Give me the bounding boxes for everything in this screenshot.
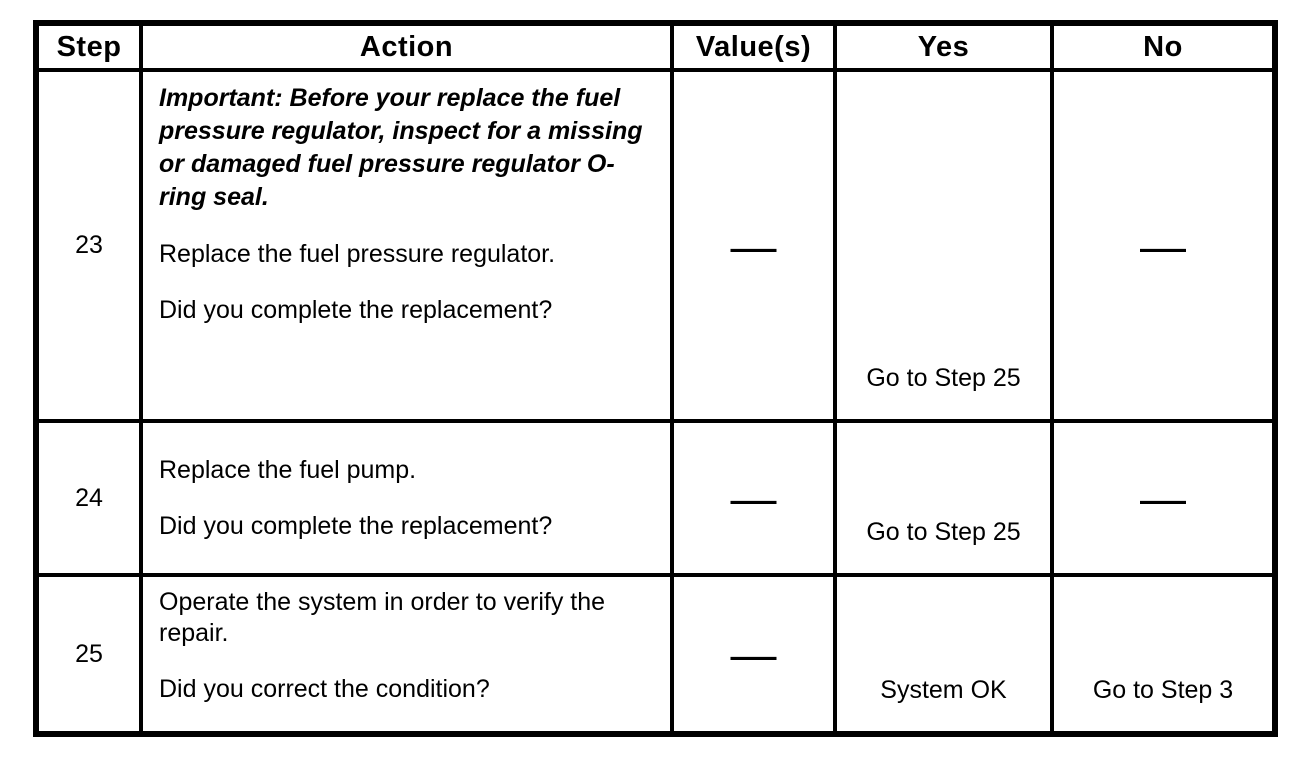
step-number-cell: 25 — [37, 575, 141, 733]
col-header-action: Action — [141, 24, 672, 70]
step-number: 23 — [75, 231, 103, 259]
step-number: 24 — [75, 483, 103, 512]
no-cell: Go to Step 3 — [1052, 575, 1274, 733]
col-header-no: No — [1052, 24, 1274, 70]
col-header-yes: Yes — [835, 24, 1052, 70]
important-note: Important: Before your replace the fuel … — [159, 84, 643, 211]
action-instruction: Operate the system in order to verify th… — [159, 588, 606, 647]
value-cell: — — [672, 421, 835, 575]
action-instruction: Replace the fuel pump. — [159, 455, 417, 484]
em-dash: — — [730, 219, 777, 272]
yes-cell: Go to Step 25 — [835, 421, 1052, 575]
no-instruction: Go to Step 3 — [1092, 676, 1234, 704]
col-header-action-label: Action — [359, 30, 454, 63]
yes-cell: System OK — [835, 575, 1052, 733]
yes-result: System OK — [880, 676, 1007, 704]
action-question: Did you complete the replacement? — [159, 511, 553, 540]
step-number: 25 — [75, 639, 103, 668]
action-cell: Important: Before your replace the fuel … — [141, 70, 672, 421]
step-number-cell: 23 — [37, 70, 141, 421]
em-dash: — — [730, 472, 777, 524]
action-cell: Operate the system in order to verify th… — [141, 575, 672, 733]
step-number-cell: 24 — [37, 421, 141, 575]
em-dash: — — [730, 628, 777, 680]
action-instruction: Replace the fuel pressure regulator. — [159, 240, 556, 268]
col-header-yes-label: Yes — [917, 30, 970, 63]
value-cell: — — [672, 575, 835, 733]
col-header-values-label: Value(s) — [695, 30, 812, 63]
yes-cell: Go to Step 25 — [835, 70, 1052, 421]
col-header-step: Step — [37, 24, 141, 70]
em-dash: — — [1140, 219, 1186, 272]
no-cell: — — [1052, 421, 1274, 575]
diagnostic-table: Step Action Value(s) Yes No 23 Important… — [33, 20, 1278, 737]
em-dash: — — [1140, 472, 1186, 524]
col-header-step-label: Step — [56, 30, 122, 63]
value-cell: — — [672, 70, 835, 421]
yes-instruction: Go to Step 25 — [866, 518, 1021, 546]
action-question: Did you correct the condition? — [159, 675, 490, 703]
no-cell: — — [1052, 70, 1274, 421]
action-question: Did you complete the replacement? — [159, 296, 553, 324]
col-header-values: Value(s) — [672, 24, 835, 70]
yes-instruction: Go to Step 25 — [866, 364, 1021, 392]
action-cell: Replace the fuel pump. Did you complete … — [141, 421, 672, 575]
col-header-no-label: No — [1143, 30, 1183, 63]
